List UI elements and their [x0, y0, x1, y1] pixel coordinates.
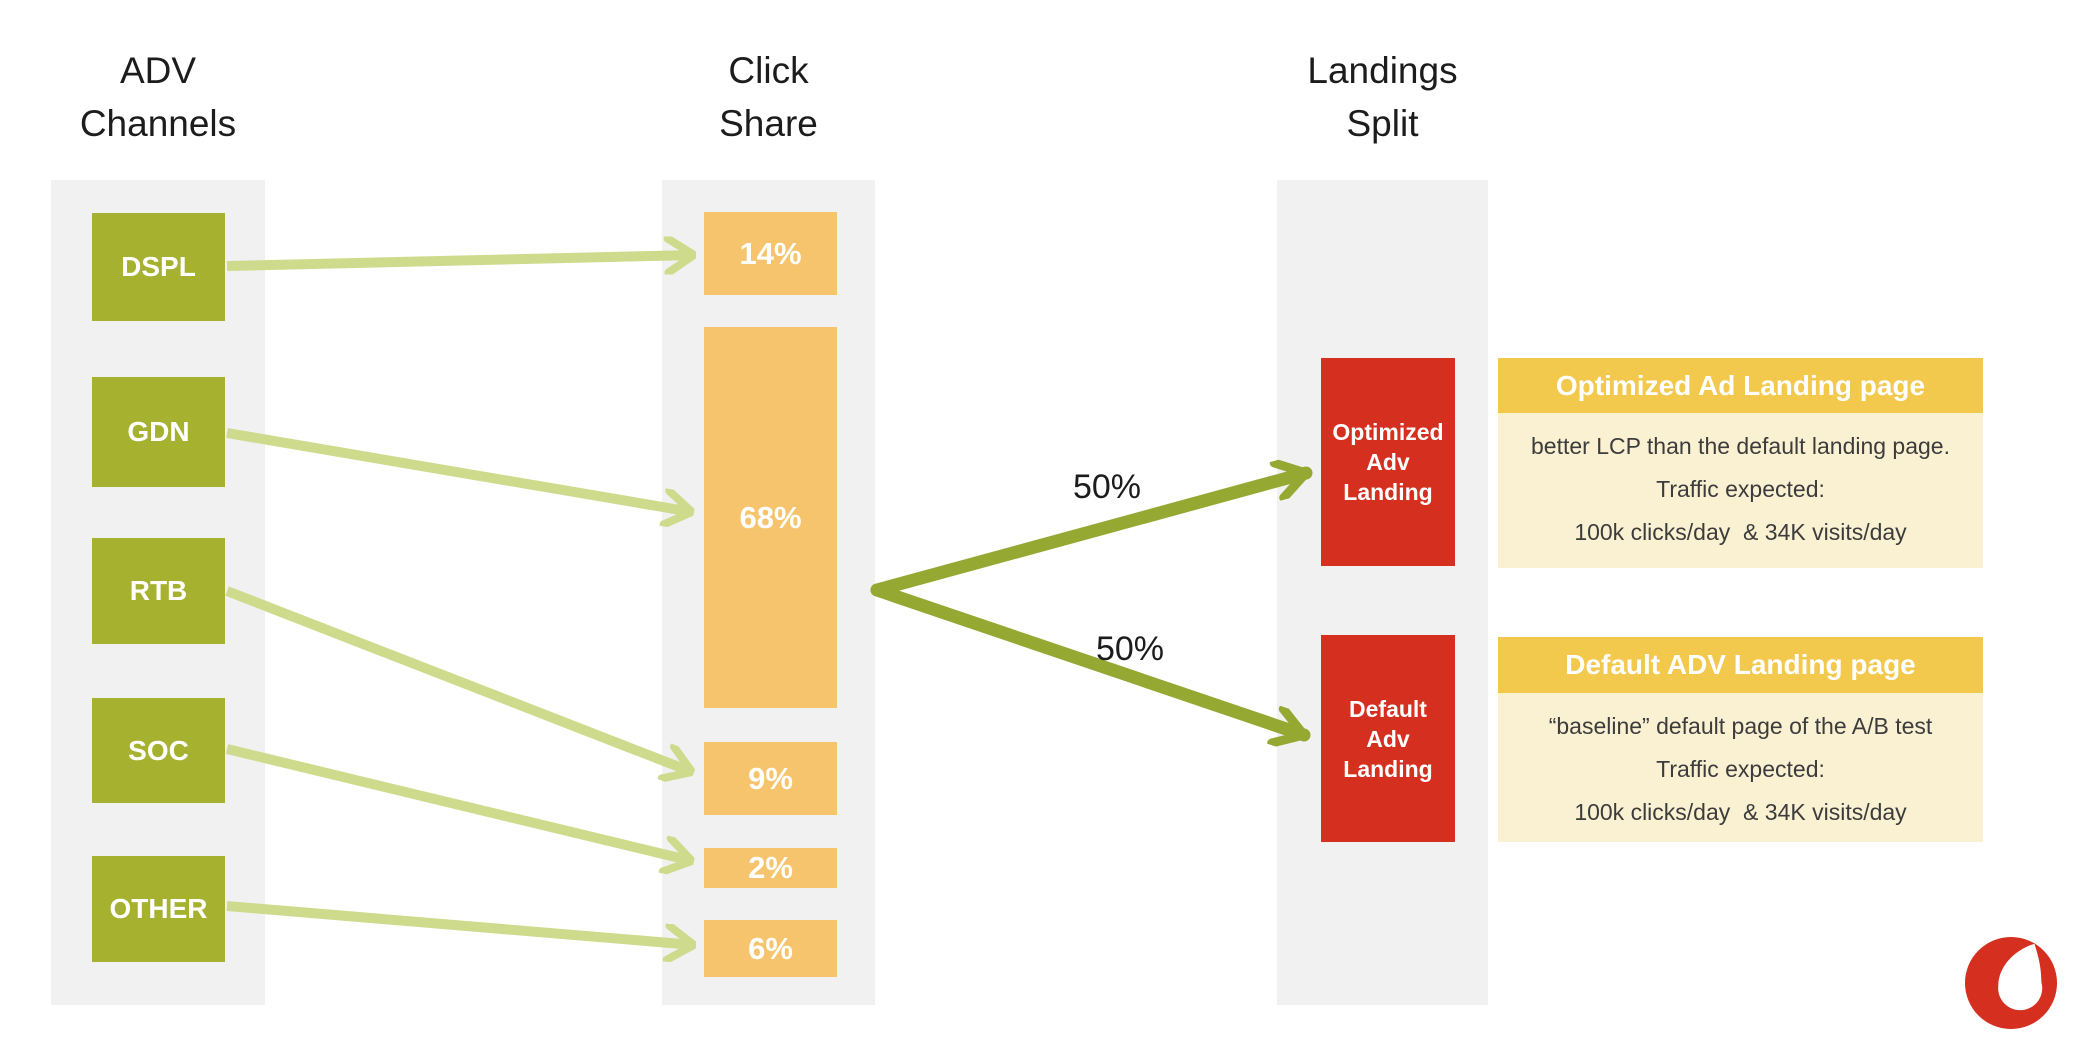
card-optimized-landing: Optimized Ad Landing page better LCP tha… — [1498, 358, 1983, 568]
vodafone-speechmark-icon — [1964, 936, 2058, 1030]
landing-box-default-line3: Landing — [1343, 755, 1433, 782]
channel-box-gdn: GDN — [92, 377, 225, 487]
share-box-9-label: 9% — [748, 760, 793, 796]
landing-box-optimized-line2: Adv — [1366, 449, 1410, 475]
channel-box-other-label: OTHER — [109, 893, 208, 924]
card-optimized-landing-line2: Traffic expected: — [1656, 476, 1825, 502]
split-arrow-optimized — [870, 473, 1313, 597]
split-arrow-default — [870, 583, 1311, 735]
share-box-9: 9% — [704, 742, 837, 815]
channel-box-gdn-label: GDN — [127, 416, 190, 447]
header-landings-split: Landings Split — [1277, 44, 1488, 150]
landing-box-default-line2: Adv — [1366, 725, 1410, 752]
flow-arrow-other-to-6 — [226, 901, 694, 945]
card-default-landing-line1: “baseline” default page of the A/B test — [1548, 713, 1933, 739]
card-optimized-landing-body: better LCP than the default landing page… — [1498, 413, 1983, 568]
flow-arrow-soc-to-2 — [225, 744, 692, 861]
split-label-top: 50% — [1072, 468, 1142, 506]
share-box-2: 2% — [704, 848, 837, 888]
split-label-bottom: 50% — [1095, 630, 1165, 668]
header-adv-channels-line2: Channels — [79, 103, 237, 144]
header-landings-split-line2: Split — [1346, 103, 1419, 144]
share-box-6-label: 6% — [748, 930, 793, 966]
landing-box-default: Default Adv Landing — [1321, 635, 1455, 842]
channel-box-rtb-label: RTB — [129, 575, 188, 606]
landing-box-default-line1: Default — [1349, 695, 1427, 722]
column-landings-split — [1277, 180, 1488, 1005]
share-box-14: 14% — [704, 212, 837, 295]
card-default-landing-line3: 100k clicks/day & 34K visits/day — [1574, 799, 1907, 825]
header-click-share-line1: Click — [728, 50, 809, 91]
share-box-68: 68% — [704, 327, 837, 708]
channel-box-rtb: RTB — [92, 538, 225, 644]
card-default-landing-line2: Traffic expected: — [1656, 756, 1825, 782]
share-box-14-label: 14% — [739, 235, 802, 271]
card-default-landing-body: “baseline” default page of the A/B test … — [1498, 693, 1983, 842]
flow-arrow-rtb-to-9 — [225, 586, 692, 772]
share-box-2-label: 2% — [748, 850, 793, 885]
channel-box-dspl-label: DSPL — [121, 251, 196, 282]
share-box-6: 6% — [704, 920, 837, 977]
channel-box-other: OTHER — [92, 856, 225, 962]
card-default-landing: Default ADV Landing page “baseline” defa… — [1498, 637, 1983, 842]
card-optimized-landing-line1: better LCP than the default landing page… — [1530, 433, 1950, 459]
flow-arrow-gdn-to-68 — [226, 428, 692, 512]
header-click-share-line2: Share — [719, 103, 818, 144]
card-optimized-landing-line3: 100k clicks/day & 34K visits/day — [1574, 519, 1907, 545]
landing-box-optimized-line1: Optimized — [1332, 419, 1444, 445]
landing-box-optimized: Optimized Adv Landing — [1321, 358, 1455, 566]
landing-box-optimized-line3: Landing — [1343, 479, 1433, 505]
channel-box-soc: SOC — [92, 698, 225, 803]
channel-box-soc-label: SOC — [128, 734, 189, 766]
header-adv-channels: ADV Channels — [51, 44, 265, 150]
card-default-landing-title: Default ADV Landing page — [1498, 637, 1983, 693]
card-optimized-landing-title: Optimized Ad Landing page — [1498, 358, 1983, 413]
flow-arrow-dspl-to-14 — [226, 255, 694, 266]
share-box-68-label: 68% — [739, 499, 802, 535]
header-click-share: Click Share — [662, 44, 875, 150]
logo-speechmark — [1998, 943, 2043, 1011]
channel-box-dspl: DSPL — [92, 213, 225, 321]
header-landings-split-line1: Landings — [1307, 50, 1458, 91]
header-adv-channels-line1: ADV — [119, 50, 197, 91]
